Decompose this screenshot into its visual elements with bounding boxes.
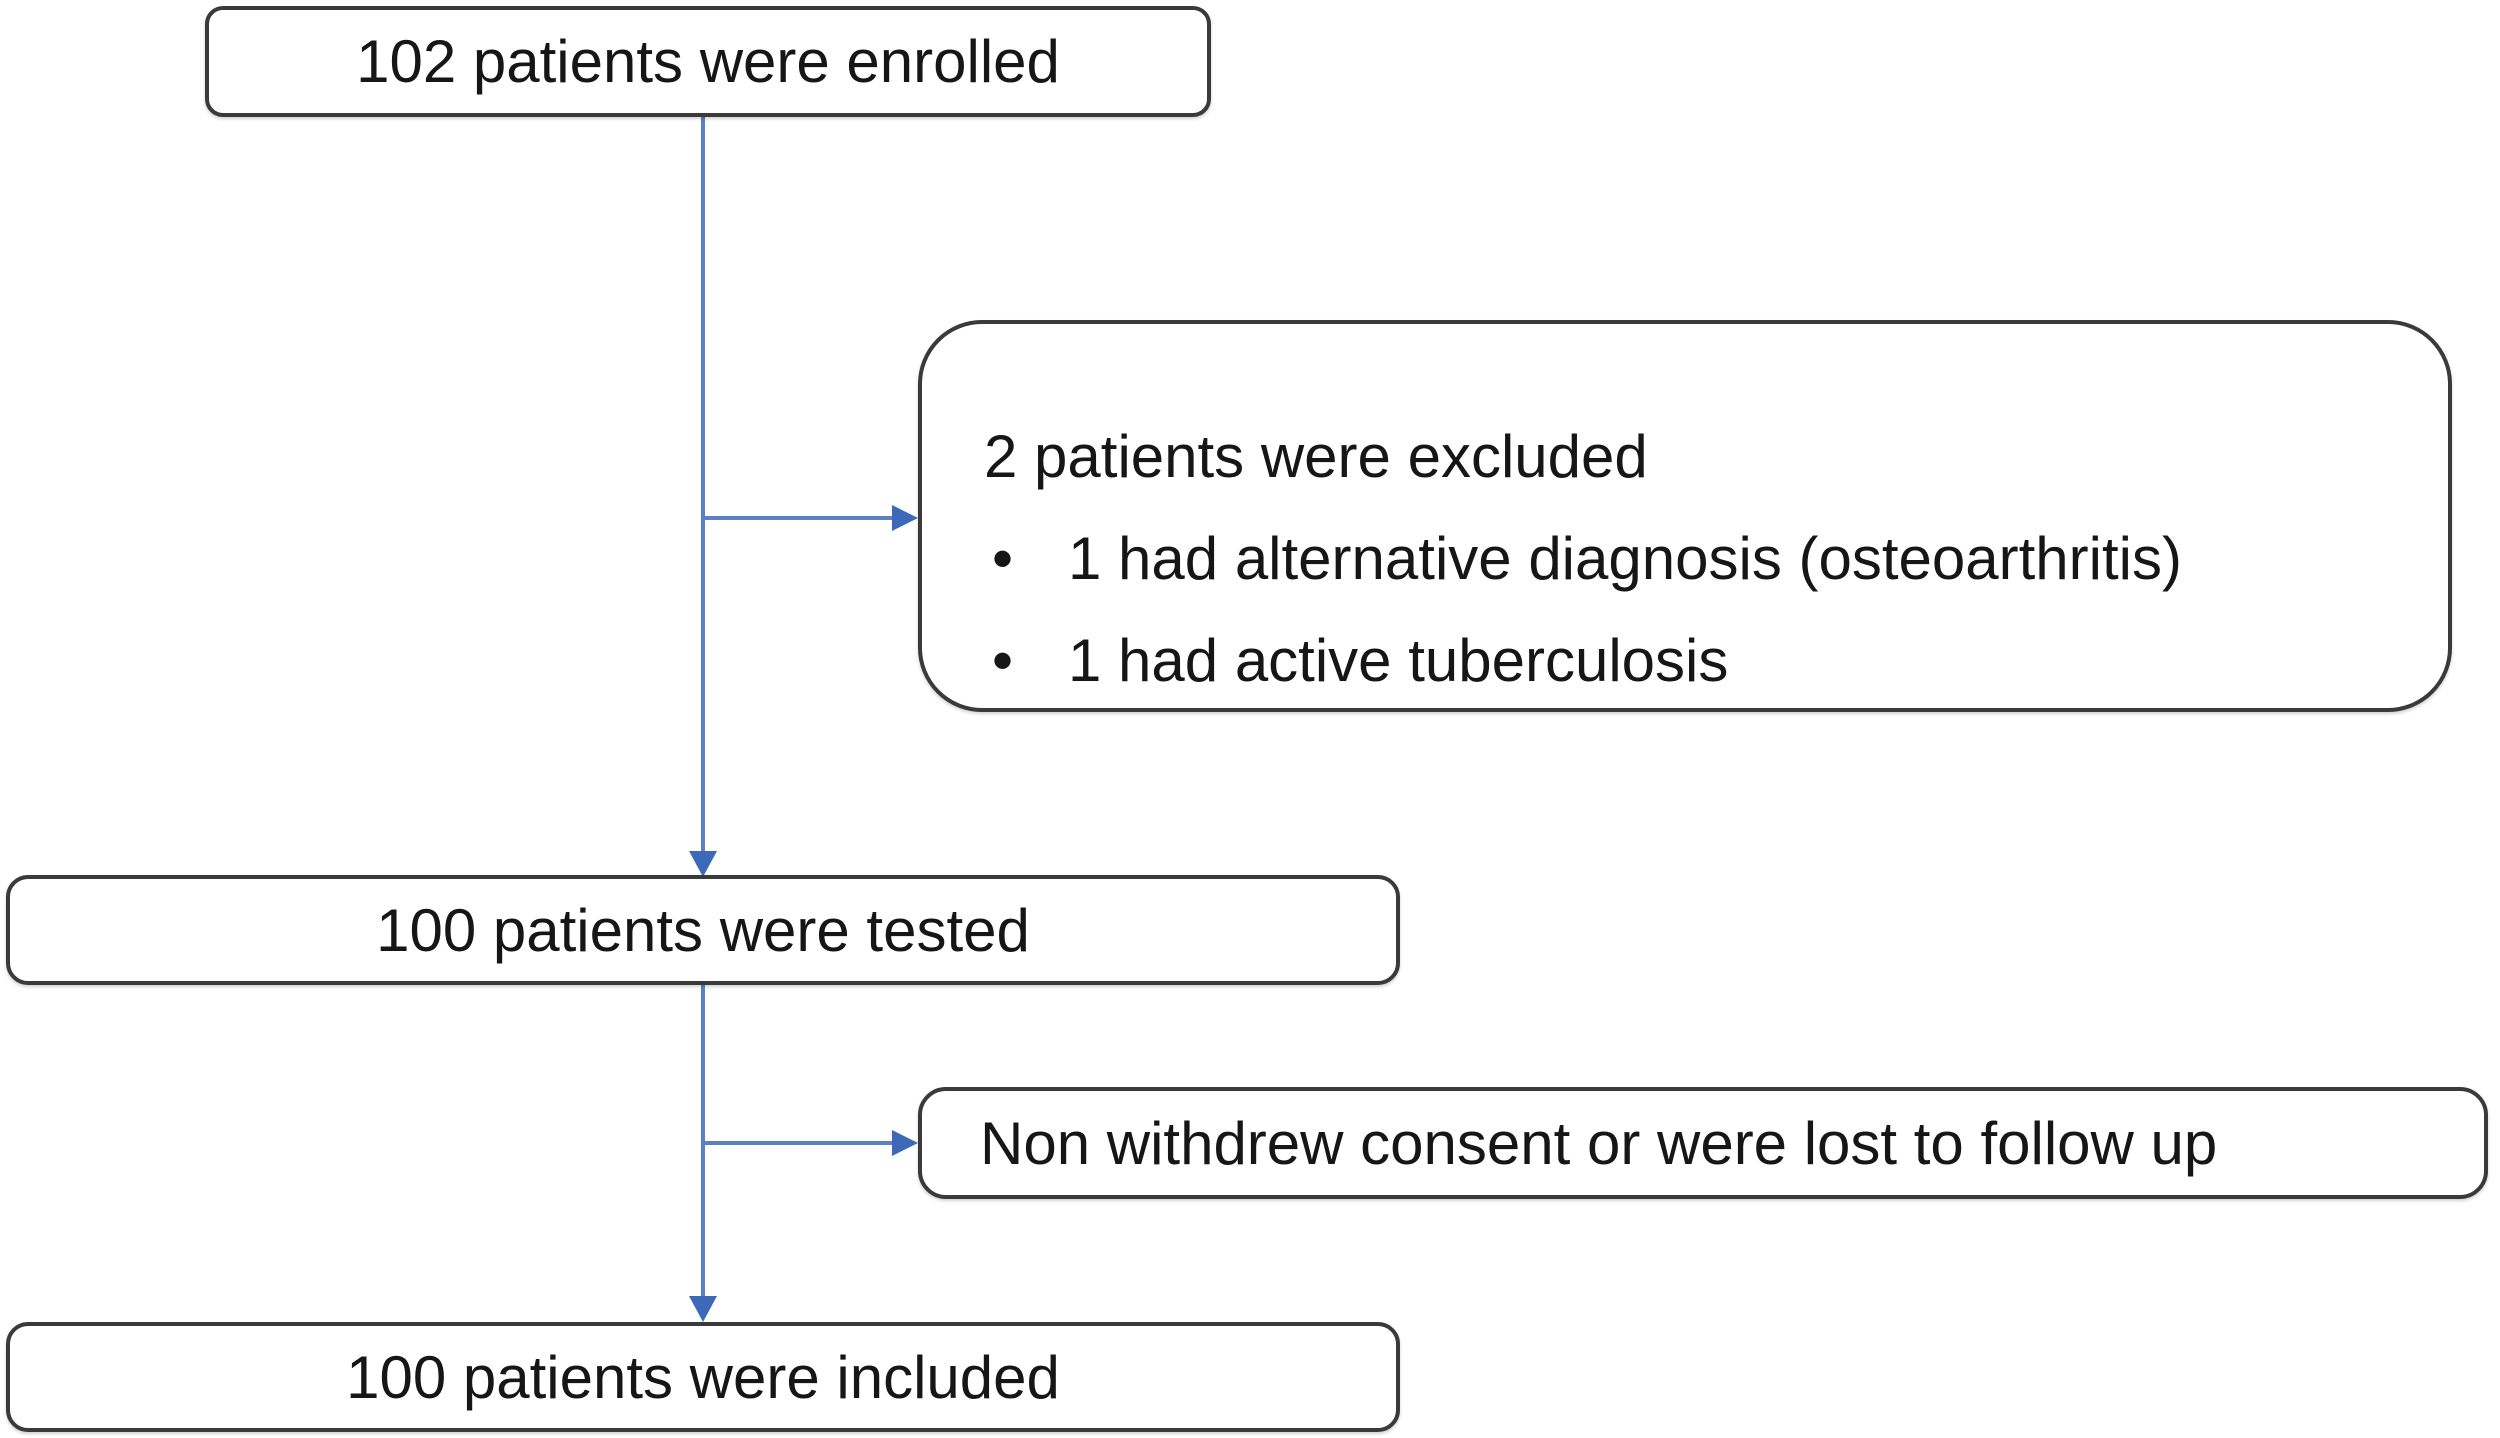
excluded-bullet-item: • 1 had alternative diagnosis (osteoarth… bbox=[984, 508, 2408, 610]
node-tested-label: 100 patients were tested bbox=[376, 896, 1030, 964]
arrow-down-icon bbox=[689, 1296, 717, 1322]
connector-tested-to-included bbox=[701, 985, 705, 1296]
node-enrolled-label: 102 patients were enrolled bbox=[356, 28, 1060, 95]
flow-node-tested: 100 patients were tested bbox=[6, 875, 1400, 985]
node-excluded-title: 2 patients were excluded bbox=[984, 423, 1648, 490]
flow-node-lost-to-followup: Non withdrew consent or were lost to fol… bbox=[918, 1087, 2488, 1199]
connector-enrolled-to-tested bbox=[701, 117, 705, 851]
excluded-bullet-text: 1 had alternative diagnosis (osteoarthri… bbox=[1068, 525, 2182, 592]
arrow-right-icon bbox=[892, 1130, 918, 1156]
excluded-bullet-text: 1 had active tuberculosis bbox=[1068, 627, 1729, 694]
flow-node-excluded: 2 patients were excluded • 1 had alterna… bbox=[918, 320, 2452, 712]
node-lost-label: Non withdrew consent or were lost to fol… bbox=[980, 1109, 2218, 1177]
bullet-icon: • bbox=[992, 525, 1014, 592]
arrow-down-icon bbox=[689, 851, 717, 877]
connector-to-lost bbox=[703, 1141, 894, 1145]
bullet-icon: • bbox=[992, 627, 1014, 694]
arrow-right-icon bbox=[892, 505, 918, 531]
flow-node-enrolled: 102 patients were enrolled bbox=[205, 6, 1211, 117]
excluded-bullet-item: • 1 had active tuberculosis bbox=[984, 610, 2408, 712]
connector-to-excluded bbox=[703, 516, 894, 520]
node-included-label: 100 patients were included bbox=[346, 1343, 1060, 1411]
flow-node-included: 100 patients were included bbox=[6, 1322, 1400, 1432]
